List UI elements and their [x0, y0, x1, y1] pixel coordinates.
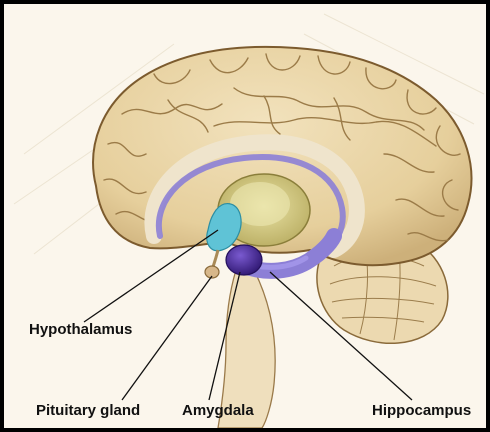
label-amygdala: Amygdala: [182, 402, 254, 419]
label-hypothalamus: Hypothalamus: [29, 321, 133, 338]
fornix-arc: [155, 154, 346, 257]
brain-illustration: [13, 13, 485, 428]
leader-lines: [83, 229, 413, 401]
leader-hippocampus: [269, 271, 413, 401]
pituitary-gland-shape: [204, 265, 220, 279]
label-pituitary-gland: Pituitary gland: [36, 402, 141, 419]
leader-hypothalamus: [83, 229, 219, 323]
leader-amygdala: [208, 271, 241, 401]
hypothalamus-region: [206, 203, 242, 252]
label-hippocampus: Hippocampus: [372, 402, 472, 419]
corpus-callosum: [144, 134, 365, 258]
amygdala-region: [225, 244, 263, 276]
hippocampus-region: [236, 228, 342, 279]
leader-pituitary: [121, 275, 213, 401]
